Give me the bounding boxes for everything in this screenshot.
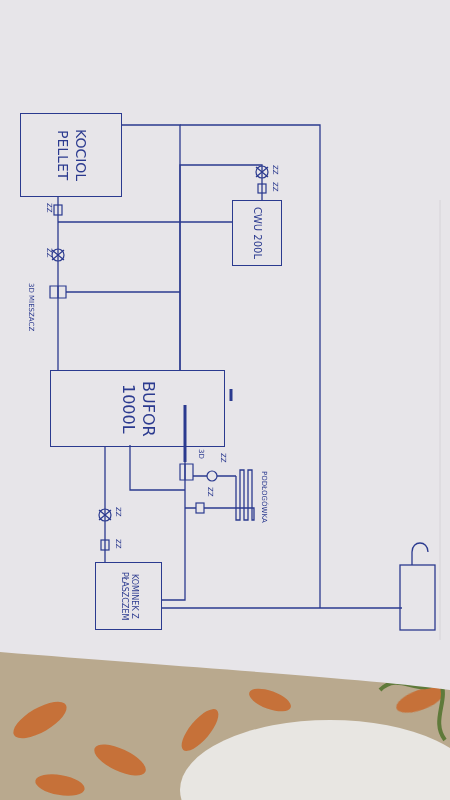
callout-label: 3D MIESZACZ: [26, 282, 34, 332]
pipe: [66, 291, 180, 292]
plate: [180, 720, 450, 800]
pipe-connector: [180, 165, 262, 370]
callout-label: ZZ: [113, 538, 121, 550]
fittings: [50, 166, 268, 550]
node-label: KOCIOL PELLET: [54, 117, 89, 193]
pipe-connector: [57, 197, 58, 370]
callout-label: ZZ: [218, 452, 226, 464]
small-tank: [400, 565, 435, 630]
pipes: [58, 125, 435, 630]
pipe: [130, 445, 185, 490]
pipe-connector: [104, 447, 105, 562]
check-valve: [196, 503, 204, 513]
callout-label: ZZ: [270, 164, 278, 176]
mixing-valve: [180, 464, 193, 480]
vine: [380, 680, 445, 740]
pipe: [162, 607, 402, 608]
pipe: [58, 221, 232, 222]
pipe: [185, 507, 236, 508]
pipe-connector: [122, 125, 180, 370]
sensor: [230, 389, 233, 401]
callout-label: 3D: [196, 448, 204, 460]
fireplace-box: KOMINEK Z PŁASZCZEM: [95, 562, 162, 630]
node-label: BUFOR 1000L: [118, 374, 158, 443]
pipe-connector: [162, 447, 185, 600]
buffer-box: BUFOR 1000L: [50, 370, 225, 447]
pipe: [180, 125, 320, 608]
leaf-pattern: [8, 682, 447, 799]
callout-label: ZZ: [270, 181, 278, 193]
paper-sheet: [0, 0, 450, 690]
paper-fold: [440, 200, 441, 640]
tank-box: CWU 200L: [232, 200, 282, 266]
pump: [207, 471, 217, 481]
boiler-box: KOCIOL PELLET: [20, 113, 122, 197]
callout-label: ZZ: [44, 202, 52, 214]
callout-label: ZZ: [44, 247, 52, 259]
node-label: KOMINEK Z PŁASZCZEM: [119, 566, 139, 626]
hook: [412, 543, 428, 565]
callout-label: PODŁOGÓWKA: [259, 470, 267, 524]
callout-label: ZZ: [205, 486, 213, 498]
floor-heating-coil: [236, 470, 254, 520]
callout-label: ZZ: [113, 506, 121, 518]
node-label: CWU 200L: [251, 207, 264, 259]
